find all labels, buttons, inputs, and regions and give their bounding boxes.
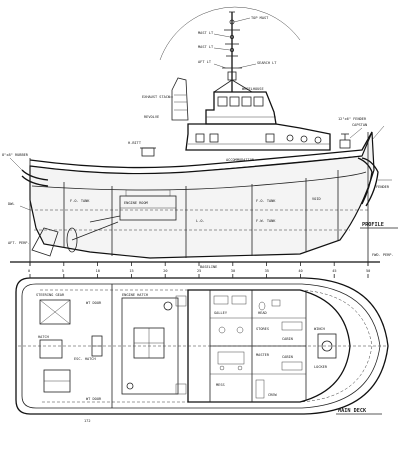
engine-room-label: ENGINE ROOM (124, 201, 149, 205)
fuel-tank-2-label: F.O. TANK (256, 199, 276, 203)
plan-fender-line (40, 289, 373, 403)
profile-view-title: PROFILE (362, 222, 384, 228)
frame-number-label: 15 (129, 269, 133, 273)
revolving-light-label: REVOLVE (144, 115, 159, 119)
aft-perp-label: AFT. PERP. (8, 241, 30, 245)
mess-fixtures (217, 351, 245, 371)
main-deck-line (31, 171, 367, 191)
fwd-capstan-label: CAPSTAN (352, 123, 367, 127)
aft-hatches (39, 339, 71, 393)
fuel-tank-1-label: F.O. TANK (70, 199, 90, 203)
aft-light-label: AFT LT (198, 60, 212, 64)
fwd-perp-label: FWD. PERP. (372, 253, 394, 257)
frame-number-label: 5 (62, 269, 64, 273)
plan-frame-ticks (29, 274, 369, 278)
mast (213, 11, 253, 93)
galley-fixtures (213, 295, 247, 334)
exhaust-stack-label: EXHAUST STACK (142, 95, 171, 99)
profile-view: TOP MAST MAST LT MAST LT AFT LT SEARCH L… (2, 6, 398, 273)
cabin-1-label: CABIN (282, 337, 293, 341)
bulkheads (63, 170, 339, 258)
bow-winch-label: WINCH (314, 327, 325, 331)
fender-aft-label: FENDER (376, 185, 390, 189)
radar-sweep-arc (159, 6, 301, 61)
accommodation-label: ACCOMMODATION (226, 158, 254, 162)
main-deck-view-title: MAIN DECK (338, 408, 367, 414)
frame-number-label: 25 (197, 269, 201, 273)
steering-gear-room (39, 299, 71, 325)
towing-bitt-label: H-BITT (128, 141, 142, 145)
cabin-fixtures (255, 321, 303, 399)
cabin-2-label: CABIN (282, 355, 293, 359)
searchlight-label: SEARCH LT (257, 61, 277, 65)
hatch-label: HATCH (38, 335, 49, 339)
master-label: MASTER (256, 353, 270, 357)
plan-hull-outline (15, 277, 389, 415)
fenders (21, 157, 379, 207)
page-number: 172 (84, 419, 91, 423)
engine-hatch-label: ENGINE HATCH (122, 293, 148, 297)
fwd-capstan (339, 133, 351, 149)
void-label: VOID (312, 197, 321, 201)
rudder-propeller (31, 221, 119, 257)
galley-label: GALLEY (214, 311, 228, 315)
head-label: HEAD (258, 311, 267, 315)
mast-light-1-label: MAST LT (198, 31, 214, 35)
frame-number-label: 50 (366, 269, 370, 273)
deckhouse (185, 123, 331, 151)
head-fixtures (258, 299, 281, 311)
engine-casing (121, 295, 187, 395)
frame-number-label: 0 (28, 269, 30, 273)
wt-door-1-label: WT DOOR (86, 301, 102, 305)
frame-number-label: 35 (265, 269, 269, 273)
crew-label: CREW (268, 393, 277, 397)
hull-profile (29, 131, 375, 259)
fender-stern-label: 8"x8" RUBBER (2, 153, 29, 157)
exhaust-stack (171, 77, 189, 121)
fender-fwd-label: 12"x6" FENDER (338, 117, 367, 121)
sheer-line (29, 131, 373, 169)
wheelhouse (205, 91, 277, 125)
draft-mark-label: DWL (8, 202, 15, 206)
rope-locker-label: LOCKER (314, 365, 328, 369)
frame-number-label: 10 (96, 269, 100, 273)
frame-number-label: 45 (332, 269, 336, 273)
mast-light-2-label: MAST LT (198, 45, 214, 49)
fresh-water-tank-label: F.W. TANK (256, 219, 276, 223)
steering-gear-label: STEERING GEAR (36, 293, 65, 297)
stores-label: STORES (256, 327, 269, 331)
mess-label: MESS (216, 383, 225, 387)
top-mast-label: TOP MAST (251, 16, 269, 20)
mast-labels: TOP MAST MAST LT MAST LT AFT LT SEARCH L… (198, 16, 277, 69)
frame-number-label: 20 (163, 269, 167, 273)
main-deck-plan: STEERING GEAR HATCH ESC. HATCH ENGINE HA… (15, 274, 389, 415)
frame-ticks: 0 5 10 15 20 25 30 35 40 45 50 (28, 262, 370, 273)
baseline-label: BASELINE (200, 265, 217, 269)
wheelhouse-label: WHEELHOUSE (242, 87, 264, 91)
towing-bitt (140, 147, 156, 157)
plan-deck-edge (21, 283, 381, 409)
frame-number-label: 30 (231, 269, 235, 273)
wt-door-2-label: WT DOOR (86, 397, 102, 401)
main-engine (89, 189, 177, 223)
escape-hatch-label: ESC. HATCH (74, 357, 96, 361)
lube-oil-label: L.O. (196, 219, 205, 223)
frame-number-label: 40 (298, 269, 302, 273)
